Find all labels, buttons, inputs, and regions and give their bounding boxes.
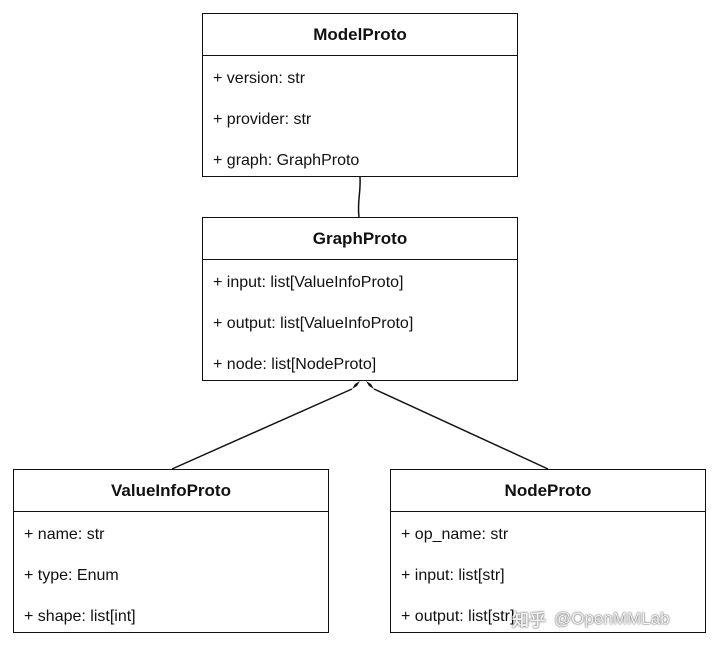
attribute: + input: list[str] [401,567,505,584]
class-box-graphproto: GraphProto + input: list[ValueInfoProto]… [202,217,518,381]
association-model-graph [357,176,361,218]
attribute: + output: list[ValueInfoProto] [213,315,414,332]
class-name: GraphProto [203,218,517,260]
watermark: 知乎 @OpenMMLab [512,606,670,631]
watermark-handle: @OpenMMLab [554,608,670,628]
composition-diamond-left [352,381,360,389]
attribute: + name: str [24,526,105,543]
class-attributes: + op_name: str + input: list[str] + outp… [391,512,705,637]
class-name: ModelProto [203,14,517,56]
class-box-modelproto: ModelProto + version: str + provider: st… [202,13,518,177]
attribute: + shape: list[int] [24,608,136,625]
class-attributes: + name: str + type: Enum + shape: list[i… [14,512,328,637]
attribute: + input: list[ValueInfoProto] [213,274,404,291]
class-attributes: + version: str + provider: str + graph: … [203,56,517,181]
class-box-nodeproto: NodeProto + op_name: str + input: list[s… [390,469,706,633]
watermark-brand: 知乎 [512,611,546,630]
composition-diamond-right [366,381,374,389]
attribute: + graph: GraphProto [213,152,360,169]
attribute: + type: Enum [24,567,119,584]
attribute: + output: list[str] [401,608,515,625]
attribute: + op_name: str [401,526,509,543]
class-name: ValueInfoProto [14,470,328,512]
composition-valueinfo-graph [171,388,353,470]
class-name: NodeProto [391,470,705,512]
class-attributes: + input: list[ValueInfoProto] + output: … [203,260,517,385]
composition-node-graph [373,388,549,470]
attribute: + node: list[NodeProto] [213,356,377,373]
class-box-valueinfoproto: ValueInfoProto + name: str + type: Enum … [13,469,329,633]
attribute: + provider: str [213,111,312,128]
attribute: + version: str [213,70,306,87]
